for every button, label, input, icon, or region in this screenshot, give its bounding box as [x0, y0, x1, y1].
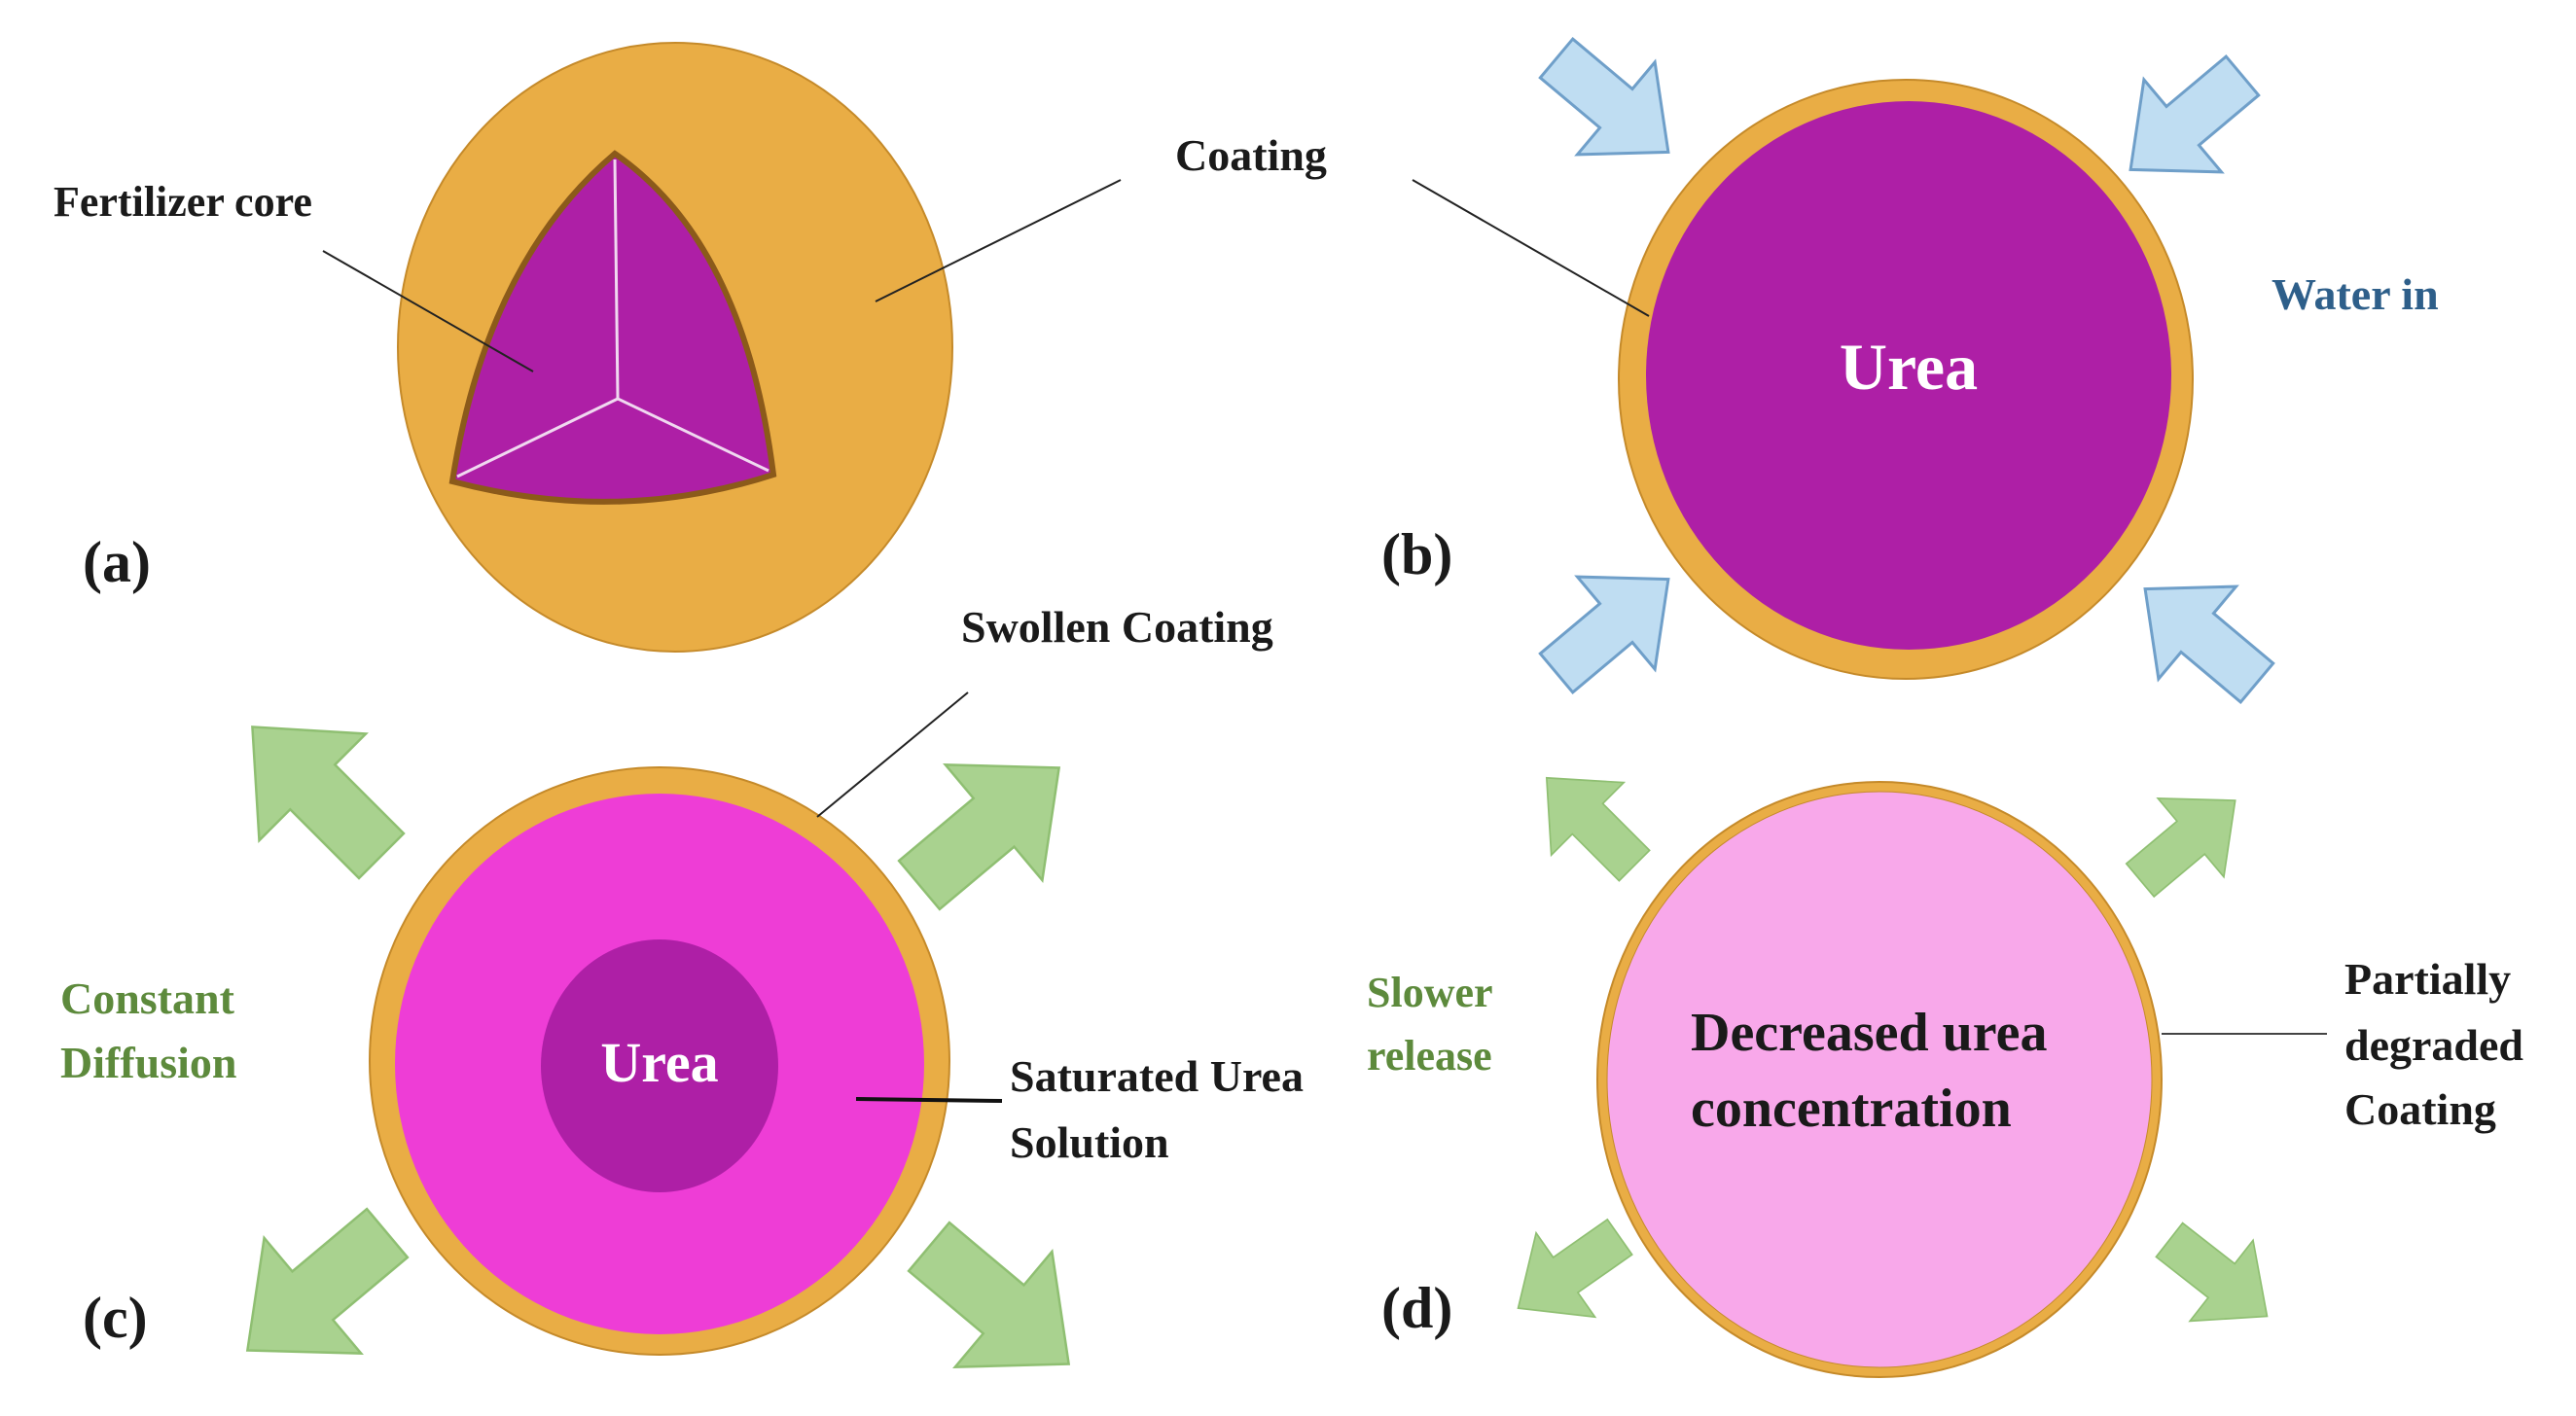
swollen-coating-leader-line [816, 691, 969, 818]
core-edge-left [456, 397, 619, 478]
panel-b-tag: (b) [1381, 522, 1452, 586]
panel-d-tag: (d) [1381, 1276, 1452, 1340]
saturated-solution-label-line1: Saturated Urea [1010, 1051, 1304, 1101]
fertilizer-core-wedge [448, 150, 777, 505]
saturated-solution-label-line2: Solution [1010, 1117, 1169, 1167]
release-arrow-bottom-left [197, 1174, 438, 1410]
panel-d: Decreased urea concentration Slower rele… [1367, 740, 2523, 1378]
coating-leader-line-b [1412, 179, 1650, 317]
release-arrow-bottom-right [2136, 1198, 2300, 1358]
panel-c: Urea Swollen Coating Saturated Urea Solu… [60, 602, 1304, 1416]
coating-label: Coating [1175, 130, 1327, 180]
slower-release-label-line2: release [1367, 1032, 1492, 1080]
water-arrow-top-left [1516, 11, 1709, 200]
release-arrow-bottom-right [878, 1187, 1119, 1416]
degraded-coating-label-line1: Partially [2344, 954, 2511, 1004]
release-arrow-top-right [2106, 760, 2270, 921]
decreased-concentration-label-line2: concentration [1691, 1079, 2012, 1139]
decreased-concentration-label-line1: Decreased urea [1691, 1003, 2048, 1063]
water-arrow-bottom-right [2104, 541, 2298, 730]
solution-leader-line [855, 1097, 1003, 1103]
fertilizer-core-label: Fertilizer core [54, 178, 312, 226]
panel-a: Fertilizer core Coating (a) [54, 42, 1327, 653]
coating-leader-line-a [875, 179, 1122, 302]
release-arrow-top-left [1509, 740, 1672, 903]
urea-label: Urea [600, 1031, 718, 1094]
constant-diffusion-label-line2: Diffusion [60, 1038, 236, 1087]
slower-release-label-line1: Slower [1367, 969, 1493, 1016]
release-arrow-bottom-left [1487, 1193, 1651, 1352]
panel-c-tag: (c) [83, 1286, 148, 1350]
constant-diffusion-label-line1: Constant [60, 974, 235, 1023]
urea-label: Urea [1840, 330, 1978, 404]
dissolved-core [1606, 791, 2153, 1368]
urea-core [1646, 101, 2171, 650]
core-edge-vertical [613, 159, 620, 400]
swollen-coating-label: Swollen Coating [961, 602, 1273, 652]
panel-a-tag: (a) [83, 530, 151, 594]
degraded-coating-label-line2: degraded [2344, 1020, 2523, 1070]
urea-core [541, 939, 778, 1192]
panel-b: Urea Water in (b) [1381, 11, 2439, 730]
degraded-coating-label-line3: Coating [2344, 1084, 2496, 1134]
core-leader-line [322, 250, 534, 372]
release-arrow-top-left [197, 672, 437, 911]
water-in-label: Water in [2272, 269, 2439, 319]
core-edge-right [617, 397, 769, 473]
